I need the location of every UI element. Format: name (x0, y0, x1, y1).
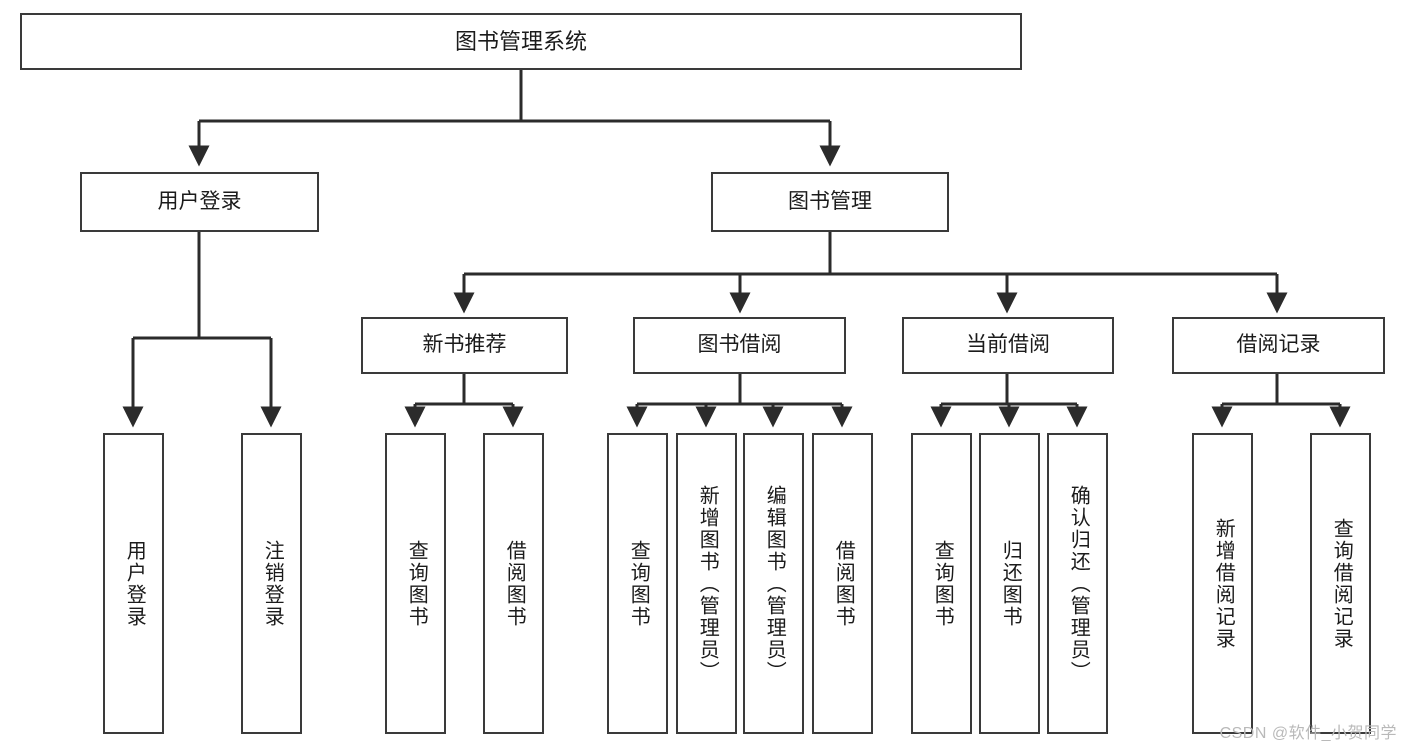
node-leaf-edit-book-label: 编辑图书（管理员） (763, 484, 786, 683)
node-user-login-label: 用户登录 (157, 189, 242, 213)
watermark: CSDN @软件_小贺同学 (1219, 725, 1397, 742)
node-leaf-query-record[interactable]: 查询借阅记录 (1310, 433, 1371, 734)
node-leaf-query-book-2-label: 查询图书 (627, 539, 650, 628)
node-new-book-rec-label: 新书推荐 (422, 333, 507, 357)
node-leaf-add-record[interactable]: 新增借阅记录 (1192, 433, 1253, 734)
node-leaf-confirm-return[interactable]: 确认归还（管理员） (1047, 433, 1108, 734)
node-leaf-borrow-book-1-label: 借阅图书 (503, 539, 526, 628)
node-leaf-user-login-label: 用户登录 (123, 539, 146, 628)
node-leaf-add-book-label: 新增图书（管理员） (696, 484, 719, 683)
node-leaf-query-book-1[interactable]: 查询图书 (385, 433, 446, 734)
node-current-borrow-label: 当前借阅 (966, 333, 1050, 357)
node-leaf-query-book-3-label: 查询图书 (931, 539, 954, 628)
node-leaf-query-book-1-label: 查询图书 (405, 539, 428, 628)
node-book-borrow-label: 图书借阅 (697, 333, 782, 357)
node-leaf-borrow-book-1[interactable]: 借阅图书 (483, 433, 544, 734)
node-leaf-add-record-label: 新增借阅记录 (1212, 517, 1235, 650)
node-user-login[interactable]: 用户登录 (80, 172, 319, 232)
node-leaf-query-book-3[interactable]: 查询图书 (911, 433, 972, 734)
node-leaf-query-record-label: 查询借阅记录 (1330, 517, 1353, 650)
node-new-book-rec[interactable]: 新书推荐 (361, 317, 568, 374)
node-leaf-edit-book[interactable]: 编辑图书（管理员） (743, 433, 804, 734)
node-leaf-confirm-return-label: 确认归还（管理员） (1067, 484, 1090, 683)
node-root-label: 图书管理系统 (454, 28, 587, 54)
node-current-borrow[interactable]: 当前借阅 (902, 317, 1114, 374)
node-leaf-user-login[interactable]: 用户登录 (103, 433, 164, 734)
node-leaf-query-book-2[interactable]: 查询图书 (607, 433, 668, 734)
node-book-manage[interactable]: 图书管理 (711, 172, 949, 232)
node-leaf-add-book[interactable]: 新增图书（管理员） (676, 433, 737, 734)
node-book-manage-label: 图书管理 (788, 189, 872, 213)
node-leaf-borrow-book-2[interactable]: 借阅图书 (812, 433, 873, 734)
node-leaf-return-book[interactable]: 归还图书 (979, 433, 1040, 734)
node-leaf-borrow-book-2-label: 借阅图书 (832, 539, 855, 628)
node-leaf-logout[interactable]: 注销登录 (241, 433, 302, 734)
node-leaf-logout-label: 注销登录 (261, 539, 284, 628)
node-borrow-record-label: 借阅记录 (1236, 333, 1321, 357)
node-root[interactable]: 图书管理系统 (20, 13, 1022, 70)
node-borrow-record[interactable]: 借阅记录 (1172, 317, 1385, 374)
node-leaf-return-book-label: 归还图书 (999, 539, 1022, 628)
node-book-borrow[interactable]: 图书借阅 (633, 317, 846, 374)
